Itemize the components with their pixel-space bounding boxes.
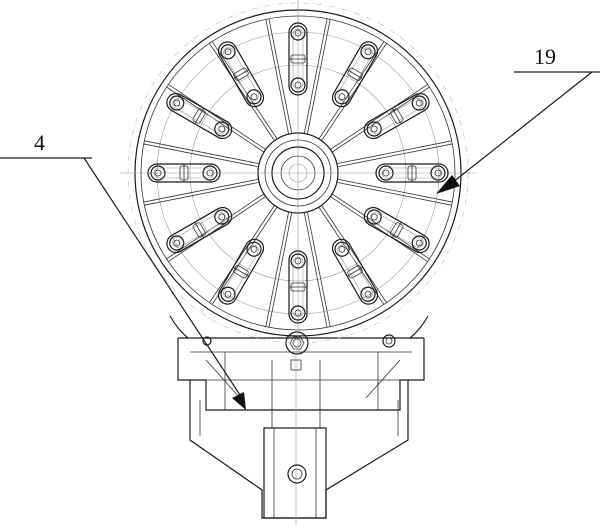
spoke-divider (209, 205, 278, 305)
slot-assembly (363, 92, 430, 140)
spoke-divider (303, 211, 331, 328)
slot-assembly (217, 238, 265, 305)
spoke-divider (336, 178, 453, 206)
spoke-divider (330, 84, 430, 153)
slot-assembly (288, 250, 308, 324)
callout-4: 4 (0, 130, 246, 410)
callout-19-label: 19 (534, 44, 556, 69)
spoke-divider (265, 211, 293, 328)
support-bracket (169, 315, 429, 525)
slot-assembly (288, 22, 308, 96)
spoke-divider (143, 140, 260, 168)
slot-assembly (375, 163, 449, 183)
slot-assembly (166, 206, 233, 254)
spoke-divider (166, 193, 266, 262)
callout-19: 19 (436, 44, 600, 194)
spoke-divider (330, 193, 430, 262)
slot-assembly (166, 92, 233, 140)
spoke-divider (318, 41, 387, 141)
spoke-divider (166, 84, 266, 153)
slot-assembly (363, 206, 430, 254)
slot-assembly (147, 163, 221, 183)
callout-4-label: 4 (34, 130, 45, 155)
slot-assembly (331, 41, 379, 108)
spoke-divider (303, 18, 331, 135)
slot-group (147, 22, 449, 324)
slot-assembly (217, 41, 265, 108)
slot-assembly (331, 238, 379, 305)
spoke-divider (265, 18, 293, 135)
disc-wheel (120, 0, 476, 350)
spoke-divider (336, 140, 453, 168)
spoke-divider (209, 41, 278, 141)
spoke-divider (143, 178, 260, 206)
spoke-divider (318, 205, 387, 305)
